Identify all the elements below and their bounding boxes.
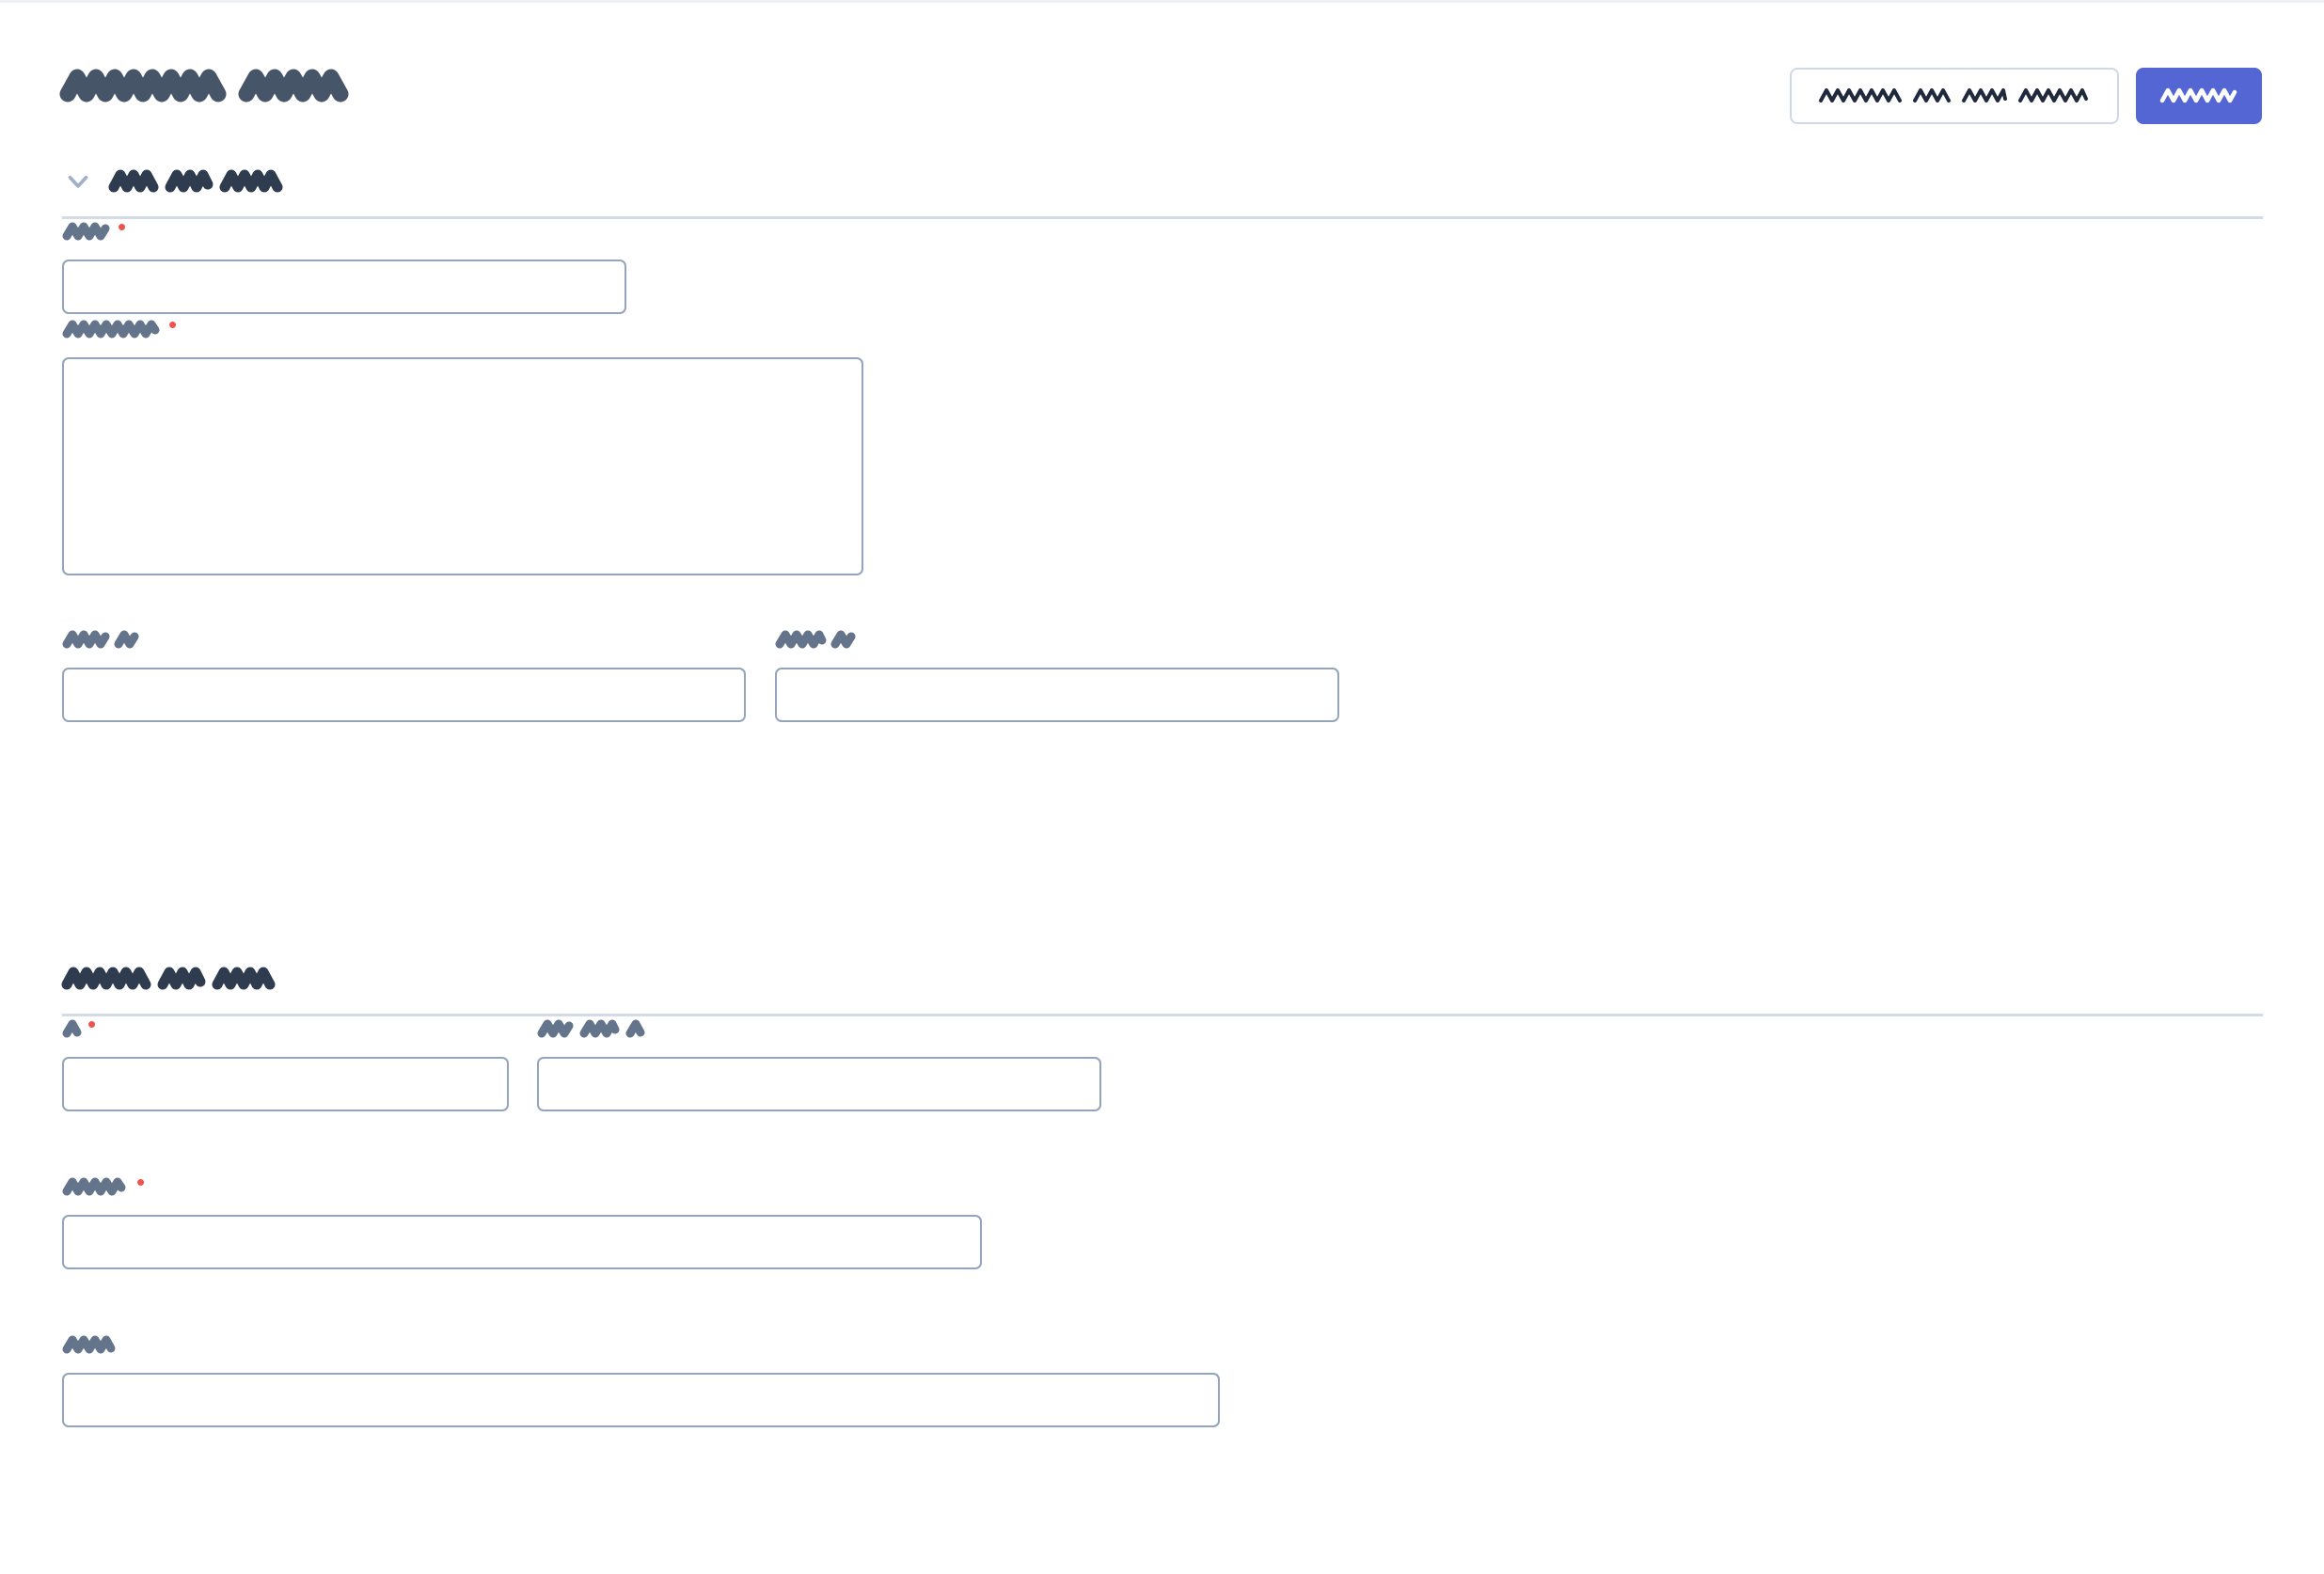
form-row-ids: • — [62, 1010, 1101, 1111]
section-one-divider — [62, 216, 2263, 219]
redacted-title-text — [59, 69, 349, 102]
section-two: • — [61, 959, 2263, 1427]
section-one-heading-text — [108, 167, 316, 196]
header-actions — [1790, 68, 2262, 124]
redacted-label-start-date — [62, 630, 139, 649]
form-group-description: • — [62, 310, 863, 575]
required-marker: • — [168, 310, 178, 338]
form-group-secondary-id — [537, 1017, 1101, 1111]
page-header — [59, 60, 2262, 135]
chevron-down-icon[interactable] — [62, 165, 94, 197]
field-id-label: • — [62, 1010, 509, 1044]
redacted-label-name — [62, 222, 110, 241]
required-marker: • — [136, 1168, 146, 1196]
field-end-date-label — [775, 628, 1339, 654]
form-group-start-date — [62, 628, 746, 722]
form-group-id: • — [62, 1010, 509, 1111]
field-id-input[interactable] — [62, 1057, 509, 1111]
redacted-section-two-heading — [61, 967, 276, 990]
redacted-label-end-date — [775, 630, 856, 649]
field-description-textarea[interactable] — [62, 357, 863, 575]
field-start-date-input[interactable] — [62, 668, 746, 722]
section-one-header[interactable] — [62, 162, 2262, 201]
redacted-secondary-button-label — [1819, 88, 2088, 102]
redacted-label-secondary-id — [537, 1019, 645, 1038]
required-marker: • — [87, 1010, 97, 1038]
redacted-label-address — [62, 1177, 126, 1196]
section-two-heading-text — [61, 965, 335, 993]
field-start-date-label — [62, 628, 746, 654]
form-group-end-date — [775, 628, 1339, 722]
field-name-input[interactable] — [62, 260, 626, 314]
redacted-label-id — [62, 1019, 82, 1038]
field-description-label: • — [62, 310, 863, 344]
redacted-primary-button-label — [2159, 87, 2237, 103]
form-group-name: • — [62, 212, 626, 314]
field-address-input[interactable] — [62, 1215, 982, 1269]
field-secondary-id-input[interactable] — [537, 1057, 1101, 1111]
form-group-notes — [62, 1333, 1220, 1427]
form-row-dates — [62, 628, 1339, 722]
top-hairline — [0, 0, 2324, 3]
form-group-address: • — [62, 1168, 982, 1269]
section-one: • • — [62, 162, 2263, 722]
required-marker: • — [118, 212, 127, 241]
section-two-header — [61, 959, 2262, 999]
primary-action-button[interactable] — [2136, 68, 2262, 124]
field-notes-input[interactable] — [62, 1373, 1220, 1427]
redacted-label-description — [62, 320, 160, 338]
field-secondary-id-label — [537, 1017, 1101, 1044]
field-end-date-input[interactable] — [775, 668, 1339, 722]
field-name-label: • — [62, 212, 626, 246]
redacted-label-notes — [62, 1335, 116, 1354]
field-notes-label — [62, 1333, 1220, 1360]
secondary-action-button[interactable] — [1790, 68, 2119, 124]
field-address-label: • — [62, 1168, 982, 1202]
redacted-section-one-heading — [108, 169, 283, 193]
page-title — [59, 66, 372, 107]
section-two-divider — [62, 1014, 2263, 1016]
